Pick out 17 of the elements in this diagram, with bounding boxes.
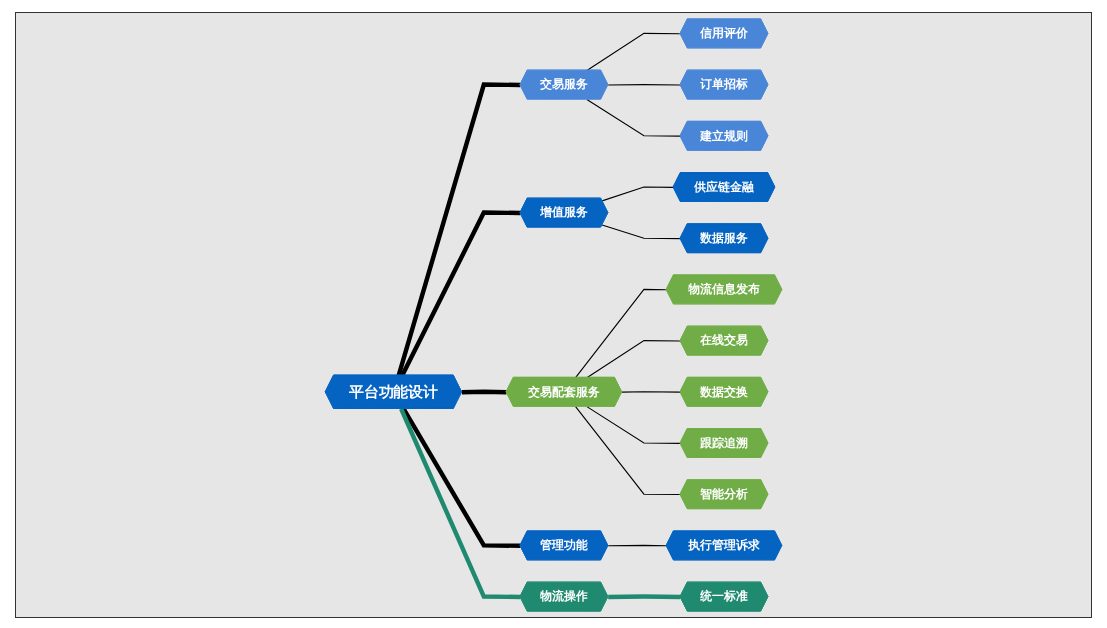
connector [601,186,675,202]
connector [461,389,507,395]
connector [607,84,681,86]
connector [601,224,681,240]
connector [575,406,681,496]
connector [575,288,668,379]
connector [586,406,681,444]
connector [621,391,681,393]
connector [400,210,521,377]
connector [586,340,681,379]
connector [586,32,681,72]
connector [608,594,681,600]
connector [607,544,668,547]
connector [399,407,521,600]
connector [401,407,521,548]
connector [396,82,521,377]
connector [586,98,681,137]
